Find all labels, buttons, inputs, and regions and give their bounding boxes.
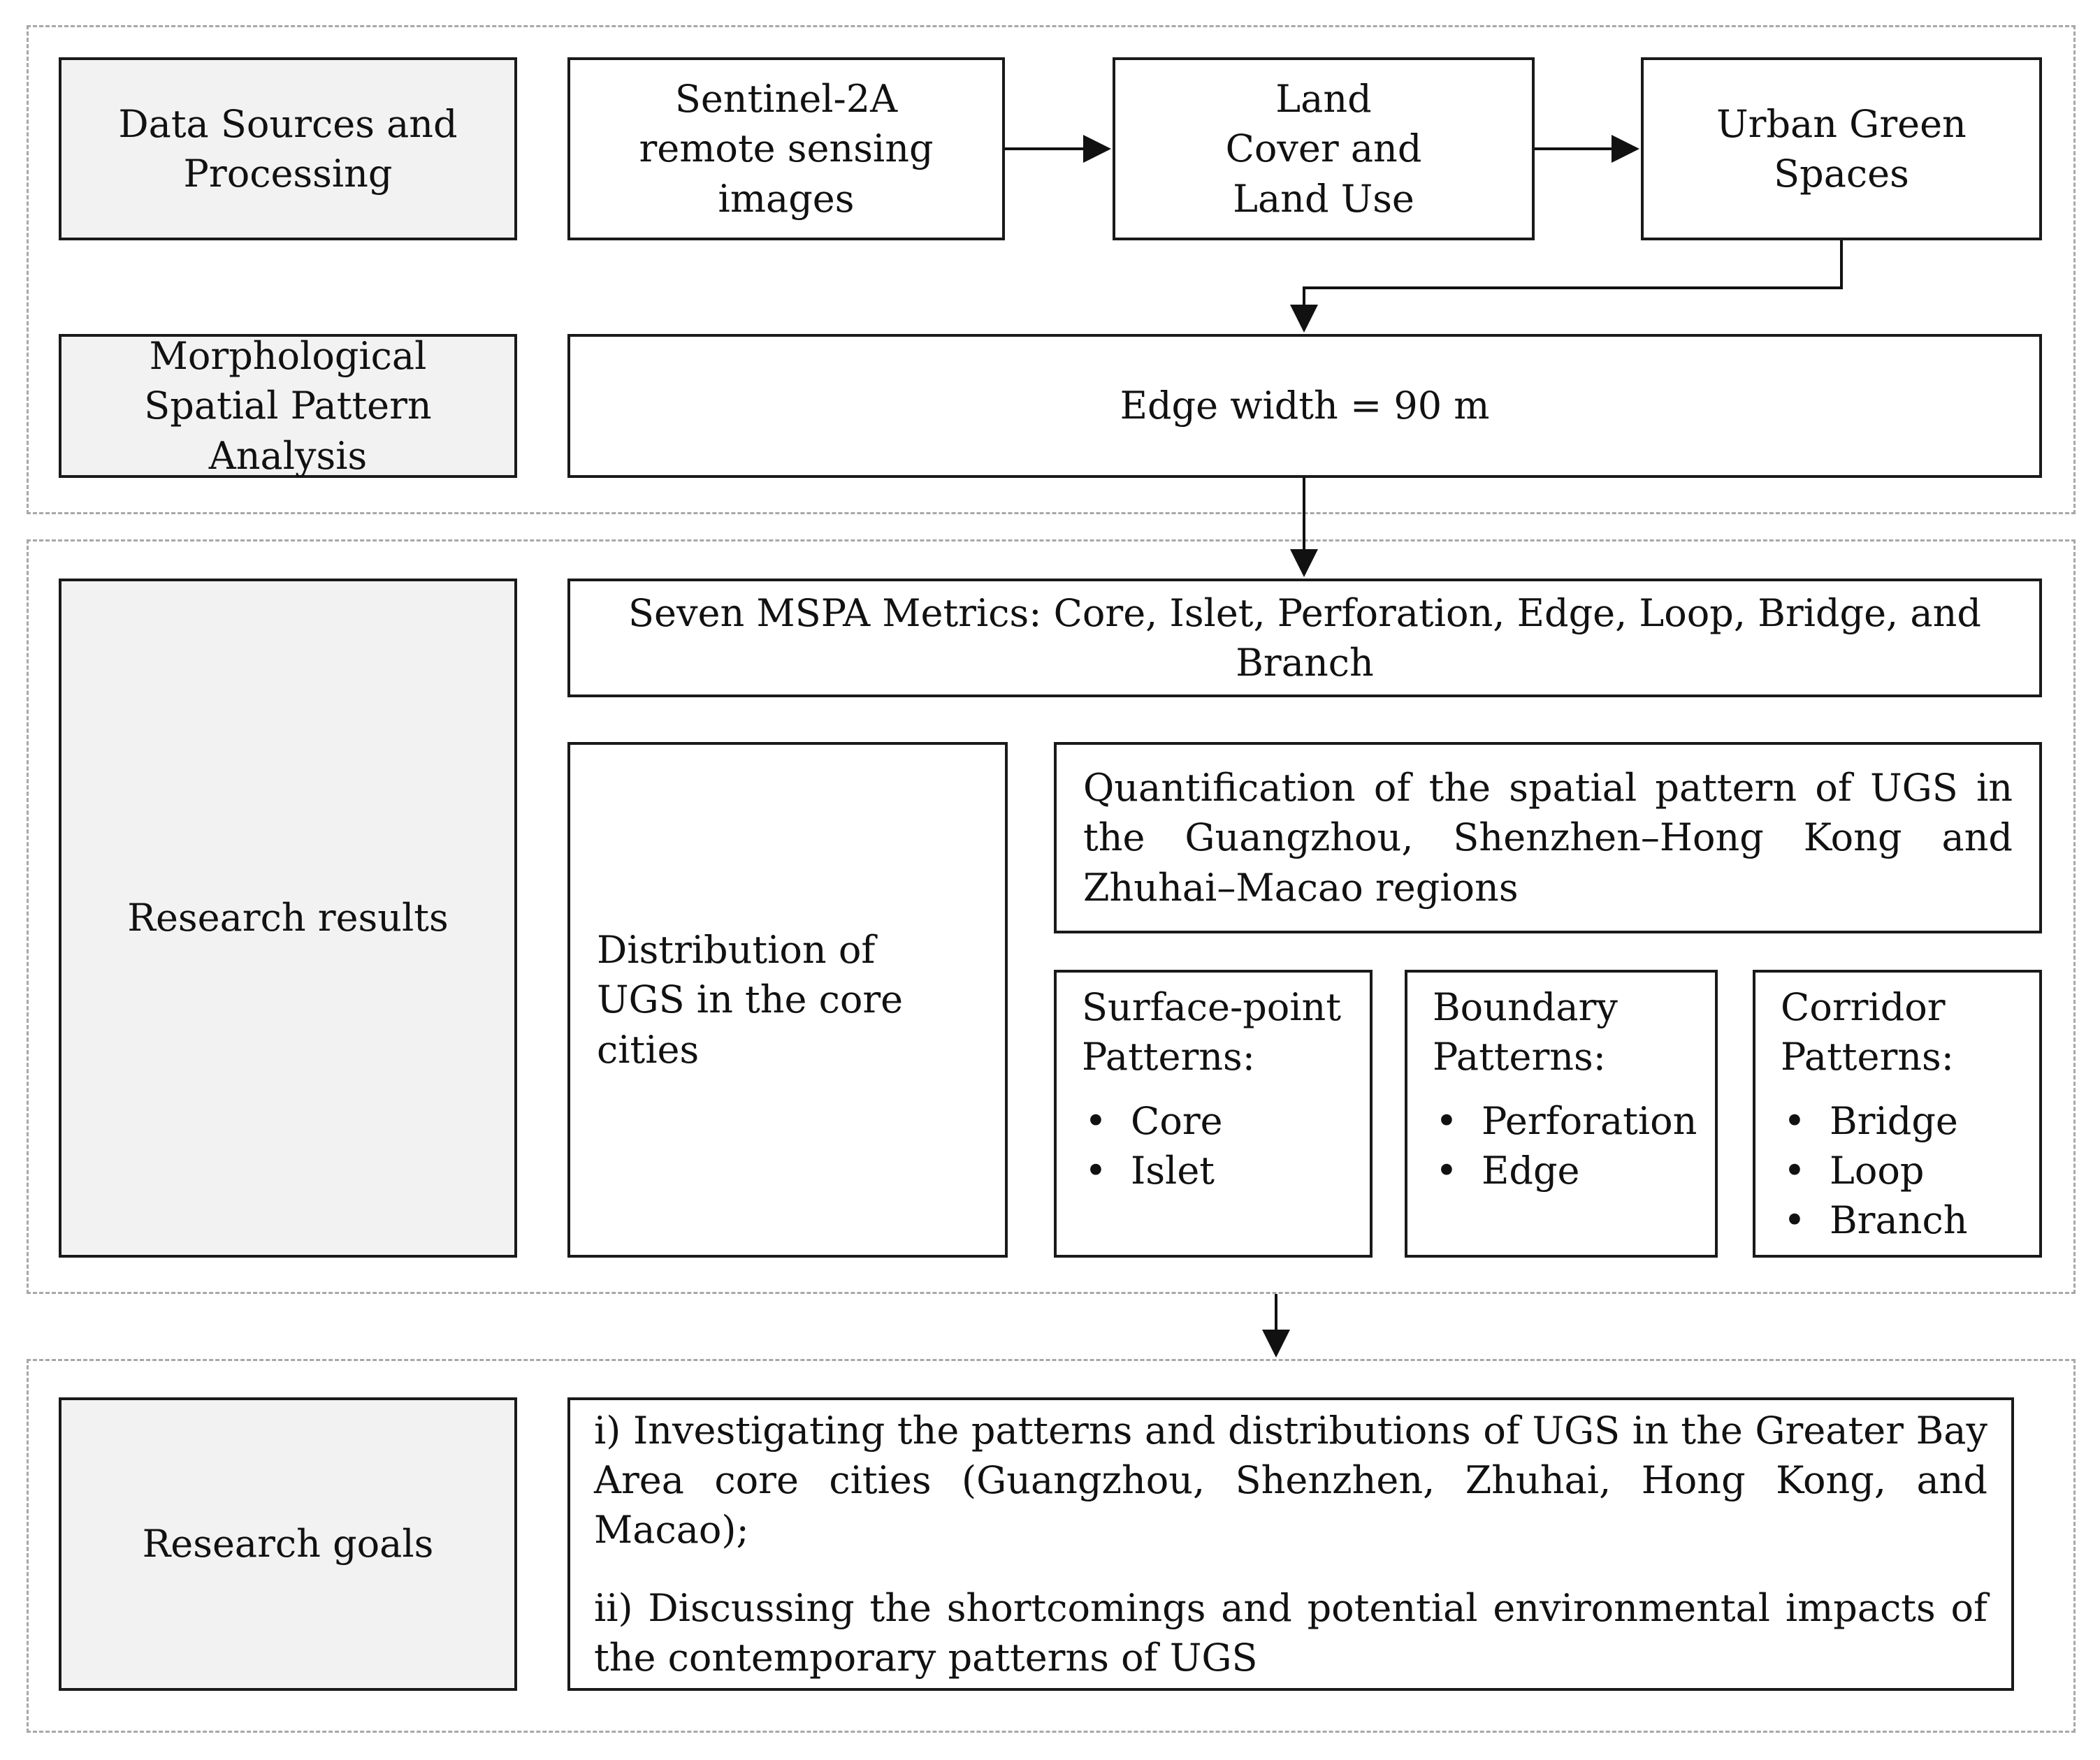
distribution-ugs-box: Distribution of UGS in the core cities [567, 742, 1008, 1258]
list-item: Islet [1082, 1146, 1223, 1196]
corridor-title: Corridor Patterns: [1781, 985, 1954, 1079]
list-item: Loop [1781, 1146, 1968, 1196]
land-cover-box: Land Cover and Land Use [1113, 57, 1535, 240]
goal-1: i) Investigating the patterns and distri… [594, 1408, 1987, 1552]
research-goals-section [27, 1359, 2076, 1733]
data-sources-label: Data Sources and Processing [59, 57, 517, 240]
mspa-metrics-box: Seven MSPA Metrics: Core, Islet, Perfora… [567, 579, 2042, 697]
surface-point-title: Surface-point Patterns: [1082, 985, 1342, 1079]
corridor-patterns-box: Corridor Patterns: Bridge Loop Branch [1753, 970, 2042, 1258]
surface-point-list: Core Islet [1082, 1096, 1223, 1196]
corridor-list: Bridge Loop Branch [1781, 1096, 1968, 1246]
list-item: Branch [1781, 1195, 1968, 1246]
boundary-title: Boundary Patterns: [1433, 985, 1618, 1079]
list-item: Bridge [1781, 1096, 1968, 1147]
research-goals-box: i) Investigating the patterns and distri… [567, 1397, 2014, 1691]
research-results-section [27, 539, 2076, 1294]
research-results-label: Research results [59, 579, 517, 1258]
list-item: Perforation [1433, 1096, 1697, 1147]
surface-point-patterns-box: Surface-point Patterns: Core Islet [1054, 970, 1373, 1258]
list-item: Edge [1433, 1146, 1697, 1196]
boundary-list: Perforation Edge [1433, 1096, 1697, 1196]
research-goals-label: Research goals [59, 1397, 517, 1691]
edge-width-box: Edge width = 90 m [567, 334, 2042, 478]
arrow-ugs-to-edge-width [1290, 240, 1843, 333]
sentinel-images-box: Sentinel-2A remote sensing images [567, 57, 1005, 240]
boundary-patterns-box: Boundary Patterns: Perforation Edge [1405, 970, 1718, 1258]
data-processing-section [27, 25, 2076, 514]
quantification-box: Quantification of the spatial pattern of… [1054, 742, 2042, 933]
list-item: Core [1082, 1096, 1223, 1147]
goal-2: ii) Discussing the shortcomings and pote… [594, 1585, 1987, 1680]
urban-green-spaces-box: Urban Green Spaces [1641, 57, 2042, 240]
mspa-label: Morphological Spatial Pattern Analysis [59, 334, 517, 478]
